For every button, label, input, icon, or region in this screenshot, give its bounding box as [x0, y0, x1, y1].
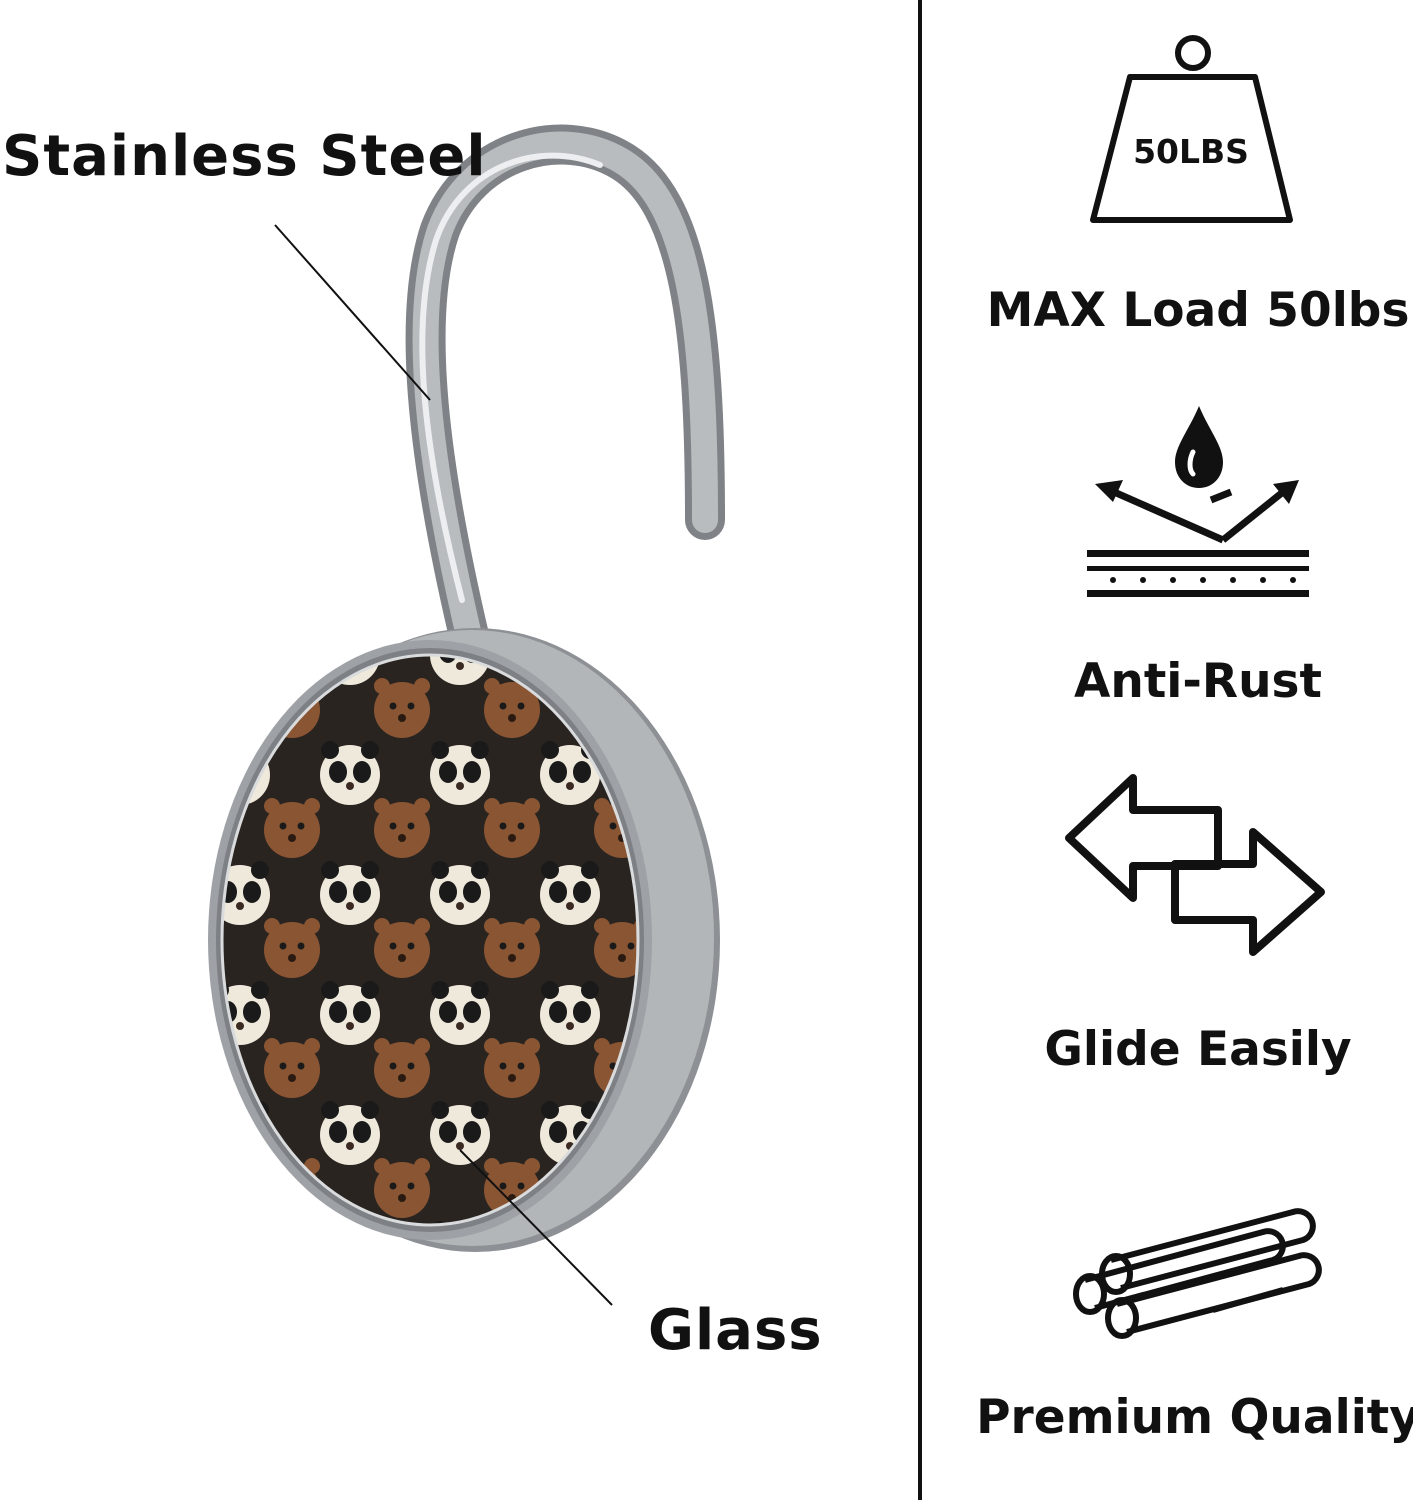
vertical-divider [918, 0, 922, 1500]
rods-icon [1073, 1208, 1322, 1339]
hook-wire [405, 124, 725, 660]
glass-disc [208, 628, 720, 1252]
stainless-steel-label: Stainless Steel [2, 124, 487, 189]
callout-lines [274, 224, 613, 1306]
feature-label-glide-easily: Glide Easily [1044, 1022, 1352, 1077]
water-repel-icon [1087, 406, 1309, 597]
glass-label: Glass [648, 1298, 823, 1363]
feature-label-premium-quality: Premium Quality [976, 1390, 1413, 1445]
double-arrow-icon [1065, 774, 1325, 956]
weight-icon: 50LBS [1090, 35, 1293, 223]
feature-label-max-load: MAX Load 50lbs [986, 283, 1410, 338]
feature-label-anti-rust: Anti-Rust [1073, 654, 1322, 709]
weight-icon-text: 50LBS [1133, 132, 1249, 171]
